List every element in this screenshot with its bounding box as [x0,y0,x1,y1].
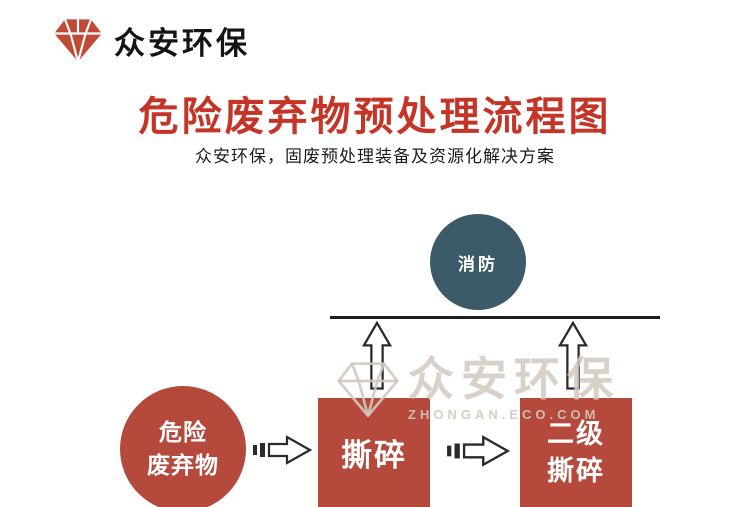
watermark-text: 众安环保 [408,353,620,405]
hazardous-waste-node: 危险 废弃物 [120,386,246,507]
page-subtitle: 众安环保，固废预处理装备及资源化解决方案 [195,147,555,166]
right-arrow-icon [446,435,512,467]
secondary-shred-label-line2: 撕碎 [547,455,605,486]
up-arrow-icon [361,320,393,393]
brand-name: 众安环保 [114,25,250,61]
right-arrow-icon [252,435,314,465]
hazardous-waste-label-line2: 废弃物 [147,452,219,478]
fire-node: 消防 [430,214,526,310]
fire-node-label: 消防 [458,254,498,274]
brand-logo: 众安环保 [52,16,250,64]
up-arrow-icon [557,320,589,393]
diamond-gem-icon [52,16,104,64]
hazardous-waste-label-line1: 危险 [159,418,207,445]
shred-node: 撕碎 [318,398,430,507]
collection-line [330,316,660,319]
secondary-shred-node: 二级 撕碎 [520,398,632,507]
page-title: 危险废弃物预处理流程图 [138,95,612,139]
shred-node-label: 撕碎 [341,438,407,473]
secondary-shred-label-line1: 二级 [547,419,605,450]
